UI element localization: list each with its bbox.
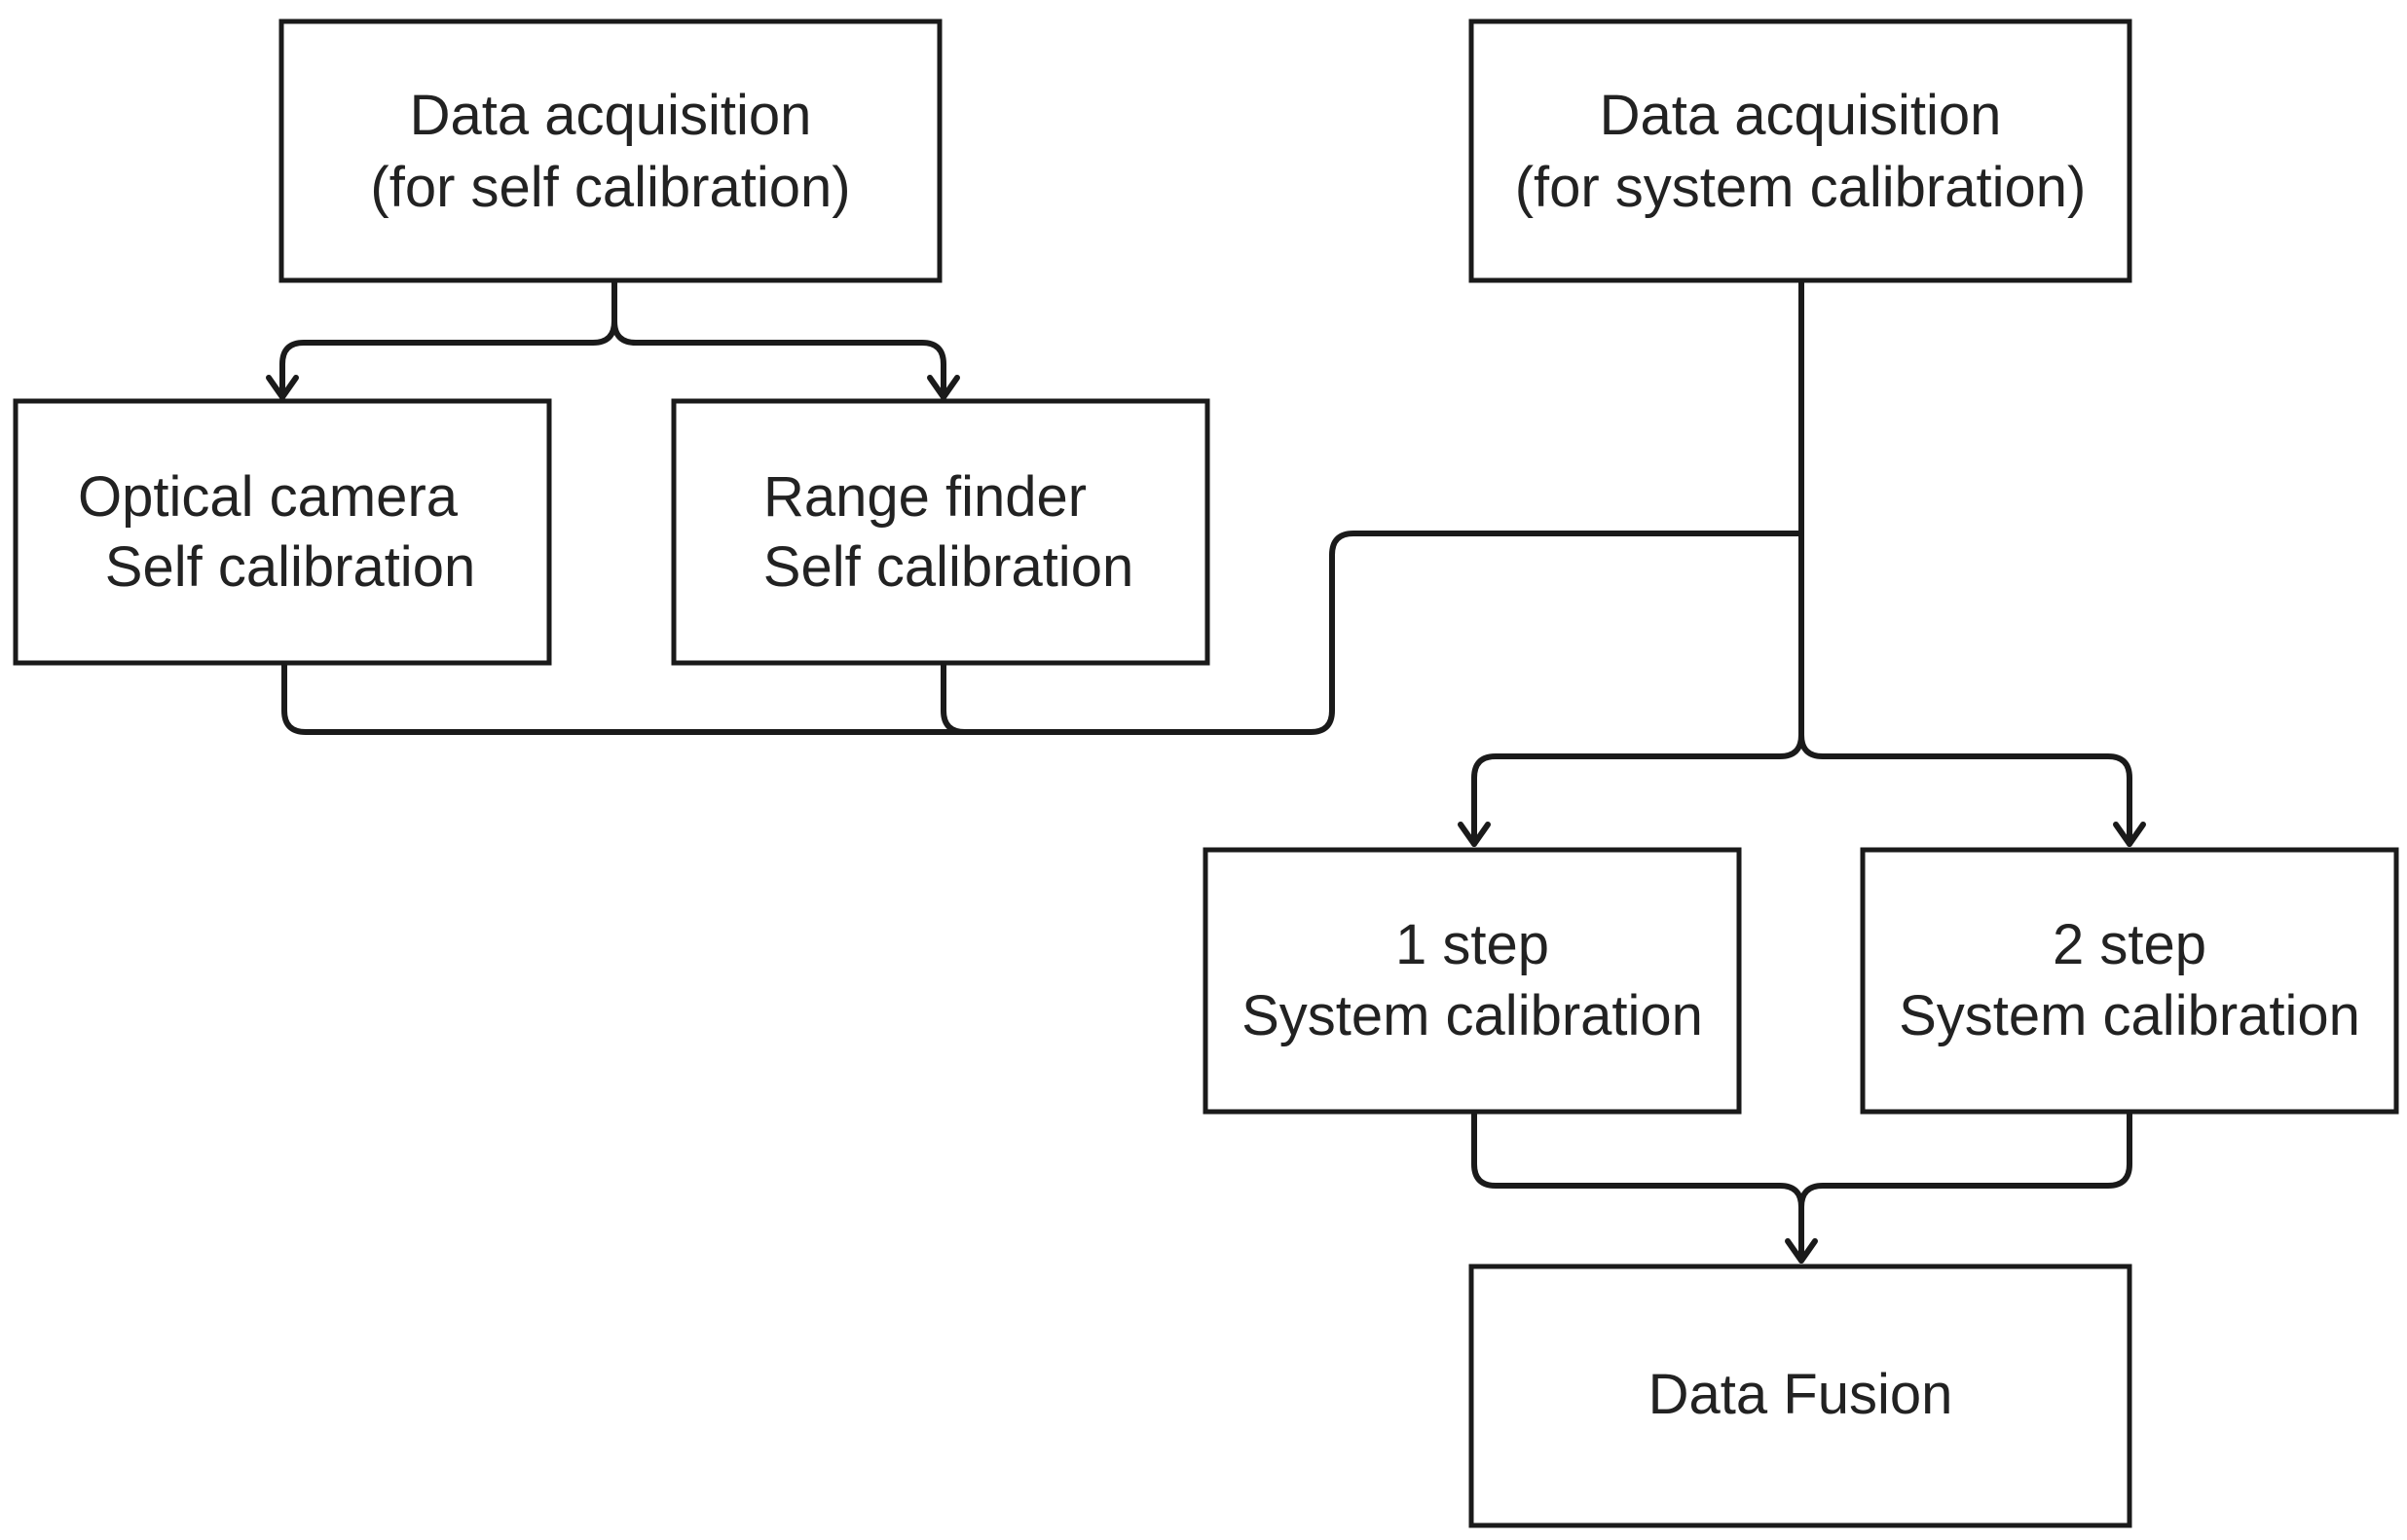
arrowhead-step2-system xyxy=(2113,822,2146,847)
connector-step1-to-fusion xyxy=(1471,1109,1804,1264)
node-range-self: Range finder Self calibration xyxy=(671,398,1210,666)
connector-trunk-to-step1-system xyxy=(1471,732,1804,847)
node-camera-self: Optical camera Self calibration xyxy=(13,398,552,666)
arrowhead-camera-self xyxy=(266,375,299,400)
connector-range-self-merge xyxy=(941,660,986,735)
node-acq-system-line1: Data acquisition xyxy=(1600,84,2002,147)
node-acq-system: Data acquisition (for system calibration… xyxy=(1468,18,2132,283)
node-step1-system-line2: System calibration xyxy=(1241,984,1703,1047)
connectors xyxy=(266,277,2146,1264)
node-camera-self-line2: Self calibration xyxy=(105,535,475,599)
node-step1-system-line1: 1 step xyxy=(1395,913,1549,976)
connector-step2-to-fusion xyxy=(1798,1109,2132,1210)
node-step1-system: 1 step System calibration xyxy=(1203,847,1742,1115)
node-fusion-line1: Data Fusion xyxy=(1648,1363,1953,1426)
arrowhead-range-self xyxy=(927,375,960,400)
node-acq-self-line1: Data acquisition xyxy=(410,84,812,147)
node-acq-self-line2: (for self calibration) xyxy=(370,156,850,219)
node-acq-system-line2: (for system calibration) xyxy=(1515,156,2087,219)
node-fusion: Data Fusion xyxy=(1468,1264,2132,1528)
arrowhead-step1-system xyxy=(1458,822,1491,847)
arrowhead-fusion xyxy=(1785,1238,1818,1264)
node-camera-self-line1: Optical camera xyxy=(78,465,459,529)
node-step2-system-line1: 2 step xyxy=(2053,913,2206,976)
node-acq-self: Data acquisition (for self calibration) xyxy=(278,18,943,283)
node-range-self-line2: Self calibration xyxy=(763,535,1133,599)
connector-trunk-to-step2-system xyxy=(1798,732,2132,847)
node-range-self-line1: Range finder xyxy=(763,465,1087,529)
connector-acq-self-to-range-self xyxy=(611,318,946,400)
node-step2-system-line2: System calibration xyxy=(1899,984,2360,1047)
node-step2-system: 2 step System calibration xyxy=(1860,847,2399,1115)
connector-camera-self-merge xyxy=(281,531,1804,735)
connector-acq-self-to-camera-self xyxy=(279,277,617,400)
